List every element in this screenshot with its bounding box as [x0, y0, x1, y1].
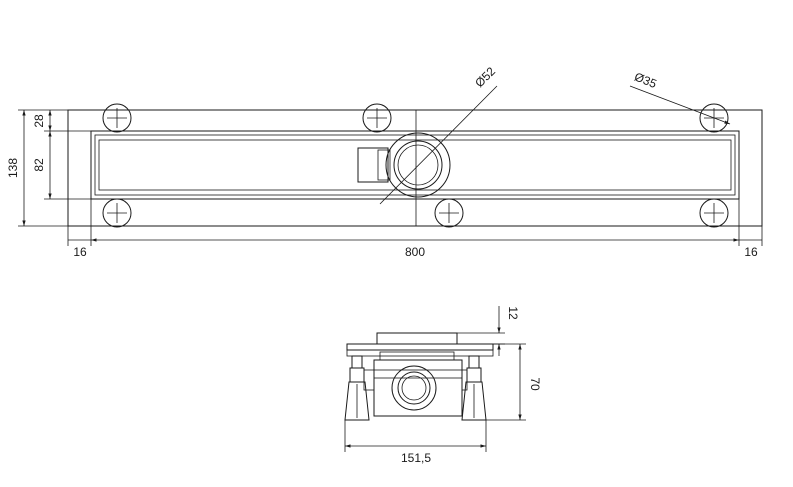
screw-top-left [102, 103, 132, 133]
side-leg-right [461, 355, 487, 421]
outlet-neck-inner [377, 149, 391, 181]
side-body [373, 359, 463, 417]
side-leg-left [344, 355, 370, 421]
channel-outer [90, 130, 740, 200]
dim-screw-diameter-label: Ø35 [632, 70, 659, 92]
screw-bottom-center [434, 198, 464, 228]
dim-total-height-label: 138 [6, 158, 20, 178]
dim-outlet-diameter-label: Ø52 [472, 64, 498, 90]
dim-side-width-label: 151,5 [401, 451, 431, 465]
screw-bottom-right [699, 198, 729, 228]
outlet-outer-circle [385, 132, 451, 198]
channel-grate [98, 139, 732, 191]
dim-side-top-height-label: 12 [506, 306, 520, 320]
outlet-mid-circle [393, 140, 443, 190]
dim-channel-height-label: 82 [32, 158, 46, 172]
side-outlet-outer [391, 365, 437, 411]
side-view: 12 70 151,5 [344, 306, 542, 465]
dim-top-offset-label: 28 [32, 114, 46, 128]
top-view: 138 28 82 16 800 16 Ø52 Ø35 [6, 64, 763, 259]
dim-length-label: 800 [405, 245, 425, 259]
side-outlet-inner [401, 375, 427, 401]
side-flange [346, 343, 494, 351]
outer-frame [67, 109, 763, 227]
screw-bottom-left [102, 198, 132, 228]
side-top-plate [376, 332, 458, 345]
channel-inner [94, 134, 736, 196]
dim-right-margin-label: 16 [744, 245, 758, 259]
side-outlet-mid [397, 371, 431, 405]
screw-top-center [362, 103, 392, 133]
dim-side-total-height-label: 70 [528, 377, 542, 391]
dim-left-margin-label: 16 [73, 245, 87, 259]
outlet-inner-circle [397, 144, 439, 186]
dim-outlet-leader [379, 85, 498, 205]
outlet-neck [357, 147, 389, 183]
dim-screw-leader [629, 85, 731, 125]
